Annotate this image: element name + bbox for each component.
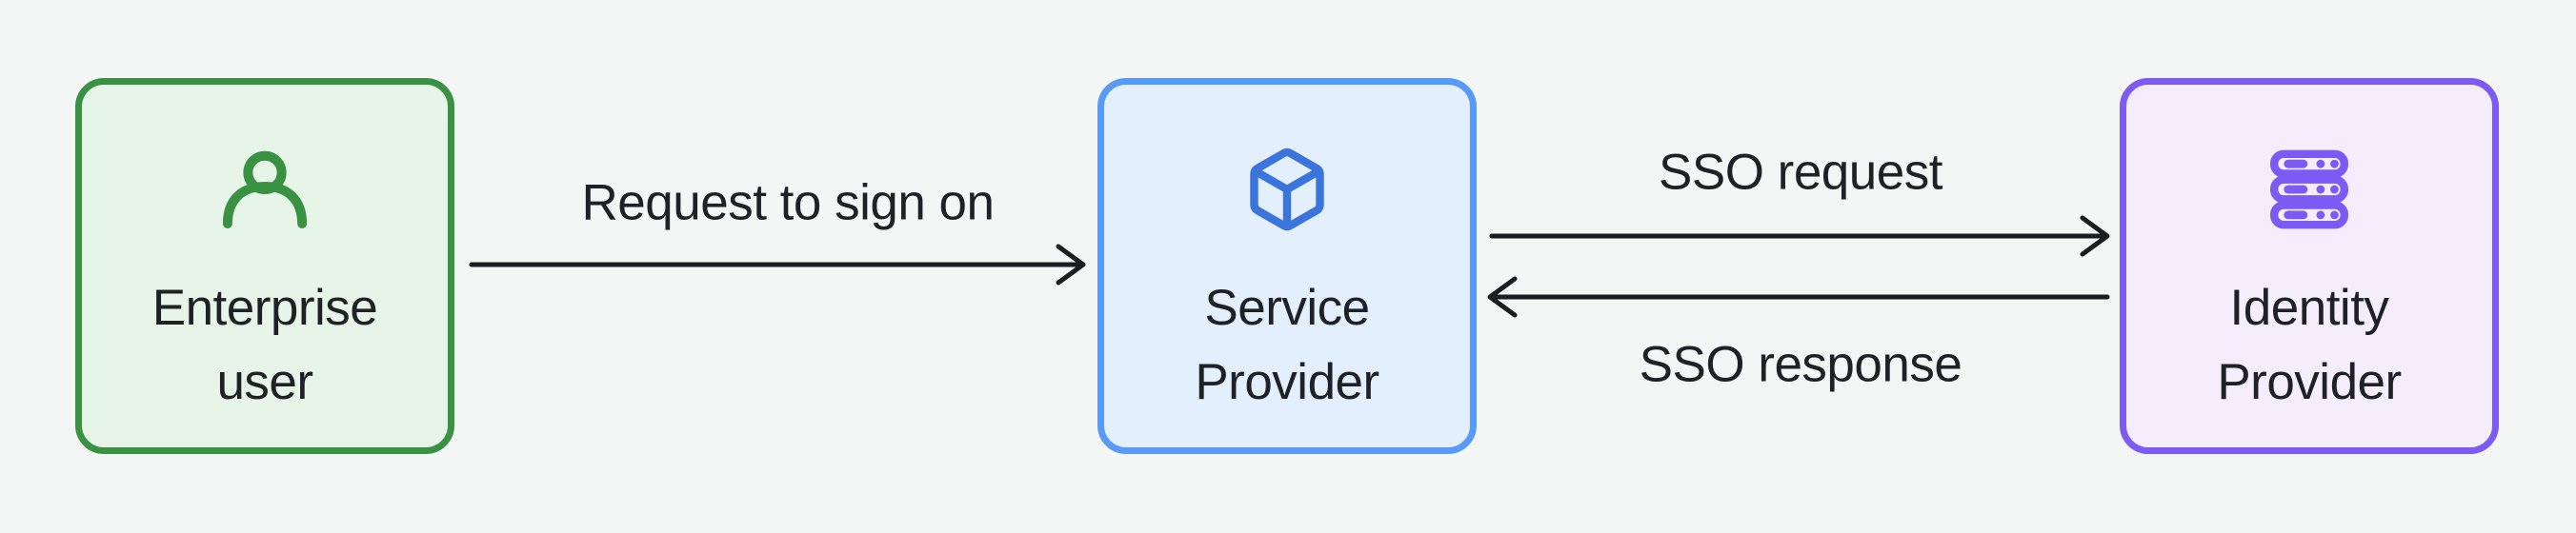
node-enterprise-user: Enterprise user (75, 78, 454, 454)
node-label-service-provider: Service Provider (1195, 280, 1379, 410)
arrow-sso-request (1489, 215, 2110, 257)
node-label-identity-provider: Identity Provider (2217, 280, 2402, 410)
edge-label-sso-request: SSO request (1659, 144, 1942, 201)
node-identity-provider: Identity Provider (2120, 78, 2499, 454)
edge-label-sso-response: SSO response (1639, 336, 1962, 393)
node-label-enterprise-user: Enterprise user (151, 280, 378, 410)
server-icon (2269, 149, 2349, 229)
cube-icon (1250, 148, 1324, 231)
node-service-provider: Service Provider (1097, 78, 1477, 454)
arrow-request-to-sign-on (469, 244, 1086, 286)
user-icon (222, 150, 308, 229)
edge-label-request-to-sign-on: Request to sign on (581, 174, 995, 231)
arrow-sso-response (1487, 276, 2110, 318)
